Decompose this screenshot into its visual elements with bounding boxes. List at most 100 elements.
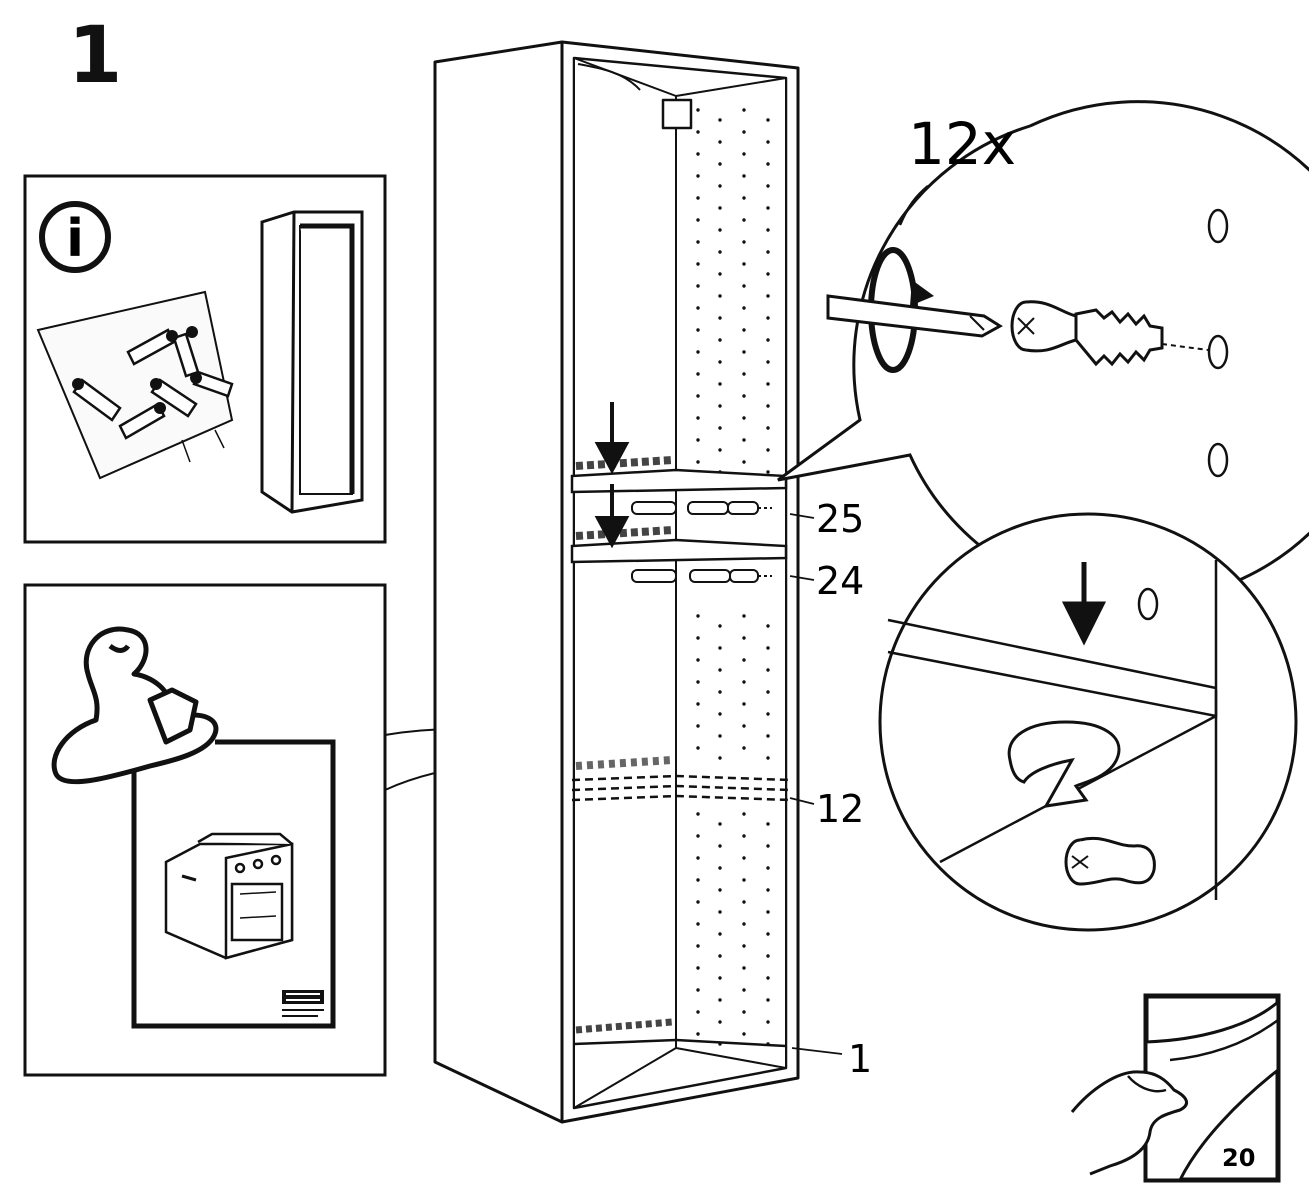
small-cabinet-icon [260, 210, 364, 514]
shelf-pin-hole [718, 1020, 722, 1024]
shelf-pin-hole [766, 624, 770, 628]
shelf-pin-hole [718, 382, 722, 386]
screwdriver-icon [826, 294, 1003, 338]
shelf-pin-hole [718, 140, 722, 144]
shelf-pin-hole [696, 262, 700, 266]
shelf-pin-hole [718, 976, 722, 980]
shelf-pin-hole [696, 812, 700, 816]
shelf-pin-hole [766, 184, 770, 188]
shelf-pin-hole [742, 240, 746, 244]
shelf-pin-hole [766, 360, 770, 364]
callout-1: 1 [848, 1037, 872, 1081]
shelf-pin-hole [696, 196, 700, 200]
ikea-logo [282, 990, 324, 1017]
shelf-pin-hole [696, 614, 700, 618]
person-reading-icon [51, 626, 219, 785]
shelf-pin-hole [766, 316, 770, 320]
shelf-pin-hole [742, 988, 746, 992]
shelf-pin-hole [718, 954, 722, 958]
shelf-pin-hole [742, 108, 746, 112]
page-turn-icon: 20 [1070, 993, 1281, 1183]
shelf-pin-hole [718, 426, 722, 430]
shelf-pin-hole [766, 1042, 770, 1046]
shelf-pin-hole [696, 438, 700, 442]
shelf-pin-hole [766, 294, 770, 298]
shelf-pin-hole [742, 196, 746, 200]
shelf-pin-hole [742, 372, 746, 376]
shelf-pin-hole [718, 1042, 722, 1046]
shelf-pin-hole [766, 910, 770, 914]
shelf-pin-hole [718, 822, 722, 826]
shelf-pin-hole [742, 856, 746, 860]
shelf-pin-hole [718, 734, 722, 738]
shelf-pin-hole [766, 228, 770, 232]
shelf-pin-hole [696, 988, 700, 992]
shelf-pin-hole [696, 658, 700, 662]
shelf-pin-hole [766, 888, 770, 892]
shelf-pin-hole [742, 438, 746, 442]
shelf-pin-hole [766, 118, 770, 122]
shelf-pin-hole [766, 140, 770, 144]
shelf-pin-hole [696, 284, 700, 288]
shelf-pin-hole [718, 690, 722, 694]
shelf-pin-hole [742, 460, 746, 464]
shelf-pin-hole [766, 404, 770, 408]
shelf-pin-hole [766, 250, 770, 254]
shelf-pin-hole [696, 1010, 700, 1014]
arrow-down-icon-2 [594, 484, 630, 549]
shelf-pin-hole [718, 910, 722, 914]
info-icon: i [39, 201, 111, 273]
shelf-pin-hole [696, 240, 700, 244]
shelf-pin-holes [696, 108, 770, 1046]
shelf-pin-hole [718, 646, 722, 650]
shelf-pin-hole [742, 812, 746, 816]
shelf-pin-hole [696, 746, 700, 750]
shelf-pin-hole [696, 966, 700, 970]
arrow-down-icon-3 [1061, 562, 1107, 646]
shelf-pin-hole [696, 130, 700, 134]
shelf-pin-hole [766, 338, 770, 342]
shelf-pin-hole [718, 118, 722, 122]
shelf-pin-hole [766, 272, 770, 276]
shelf-pin-hole [766, 822, 770, 826]
info-panel: i [23, 174, 387, 544]
page-number: 20 [1222, 1144, 1255, 1172]
shelf-pin-hole [718, 712, 722, 716]
shelf-pin-hole [742, 1010, 746, 1014]
shelf-pin-hole [766, 668, 770, 672]
shelf-pin-hole [742, 966, 746, 970]
callout-25: 25 [816, 497, 864, 541]
shelf-pin-hole [766, 690, 770, 694]
shelf-pin-hole [696, 944, 700, 948]
shelf-pin-hole [742, 416, 746, 420]
shelf-pin-hole [742, 878, 746, 882]
info-icon-letter: i [66, 209, 84, 269]
shelf-pin-hole [742, 724, 746, 728]
detail-circle-shelf-pin [878, 512, 1298, 932]
shelf-pin-hole [742, 900, 746, 904]
step-number: 1 [68, 11, 122, 101]
shelf-pin-hole [742, 1032, 746, 1036]
shelf-pin-hole [696, 900, 700, 904]
shelf-pin-hole [742, 746, 746, 750]
shelf-pin-hole [696, 636, 700, 640]
shelf-pin-hole [718, 844, 722, 848]
shelf-pin-hole [696, 856, 700, 860]
shelf-pin-hole [766, 844, 770, 848]
shelf-pin-hole [696, 218, 700, 222]
shelf-pin-hole [718, 272, 722, 276]
shelf-pin-hole [766, 470, 770, 474]
shelf-pin-hole [742, 658, 746, 662]
shelf-pin-hole [718, 404, 722, 408]
shelf-pin-hole [766, 426, 770, 430]
shelf-pin-hole [718, 888, 722, 892]
shelf-pin-hole [718, 228, 722, 232]
shelf-pin-hole [718, 866, 722, 870]
shelf-optional [571, 774, 791, 802]
shelf-pin-hole [696, 724, 700, 728]
shelf-pin-hole [742, 636, 746, 640]
shelf-pin-hole [742, 328, 746, 332]
shelf-pin-hole [766, 998, 770, 1002]
shelf-pin-hole [766, 1020, 770, 1024]
